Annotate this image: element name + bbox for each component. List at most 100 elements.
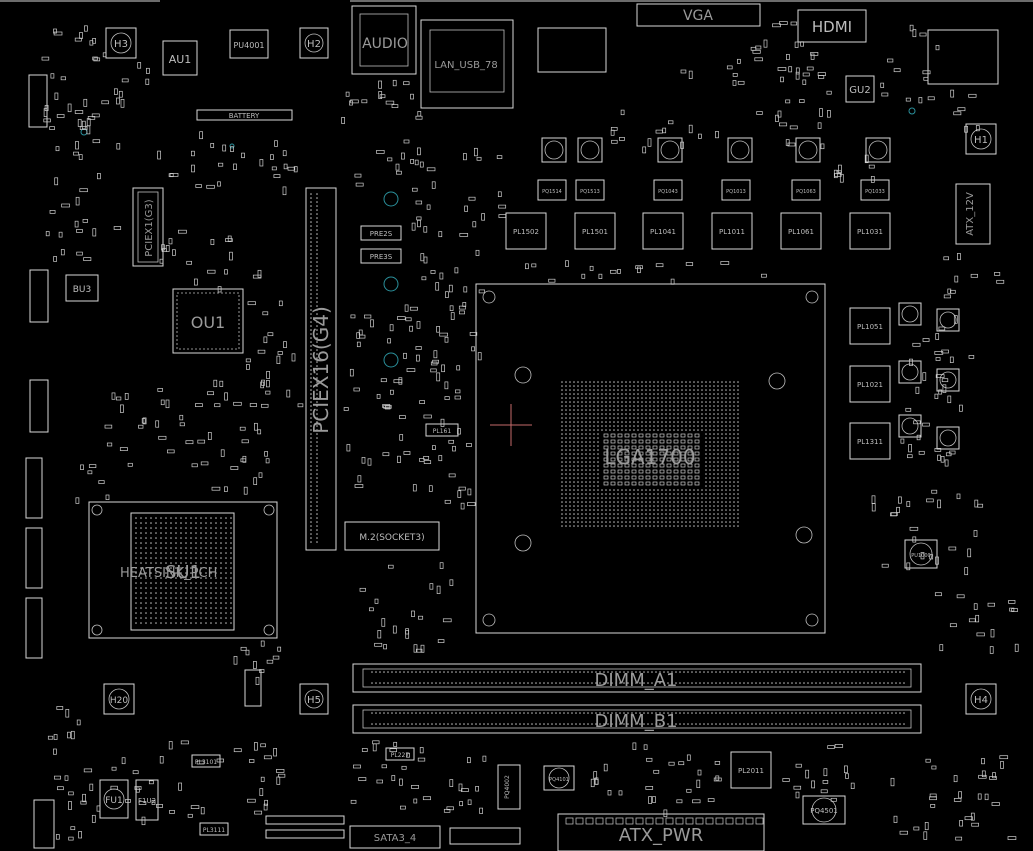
pin [685, 385, 687, 387]
pad [957, 107, 966, 112]
pin [705, 393, 707, 395]
pin [316, 497, 318, 499]
pin [581, 405, 583, 407]
pin [597, 481, 599, 483]
svg-text:HDMI: HDMI [812, 18, 852, 36]
pin [593, 393, 595, 395]
pad [638, 463, 644, 468]
pad [482, 755, 487, 762]
pin [569, 481, 571, 483]
pin [190, 607, 192, 609]
pin [190, 562, 192, 564]
pin [561, 485, 563, 487]
pad [476, 156, 482, 161]
pin [609, 401, 611, 403]
pin [601, 505, 603, 507]
pad [645, 463, 651, 468]
pad [810, 53, 815, 60]
pin [689, 417, 691, 419]
pad [912, 342, 921, 347]
pad [603, 763, 608, 772]
pin [150, 562, 152, 564]
pad [673, 469, 679, 474]
pin [423, 712, 425, 714]
pad [912, 536, 917, 543]
pad [624, 433, 630, 438]
pin [310, 389, 312, 391]
pin [725, 401, 727, 403]
pad [57, 786, 64, 791]
pad [673, 481, 679, 486]
pin [175, 622, 177, 624]
pin [569, 393, 571, 395]
pin [230, 617, 232, 619]
pin [215, 597, 217, 599]
pad [409, 306, 418, 311]
pin [375, 723, 377, 725]
pin [573, 409, 575, 411]
pin [693, 389, 695, 391]
pin [725, 525, 727, 527]
pad [76, 251, 83, 256]
pin [559, 712, 561, 714]
pin [727, 671, 729, 673]
pin [230, 562, 232, 564]
pin [565, 437, 567, 439]
pin [815, 671, 817, 673]
pin [589, 517, 591, 519]
pin [569, 397, 571, 399]
pin [709, 393, 711, 395]
pin [387, 723, 389, 725]
pin [135, 592, 137, 594]
pad [695, 817, 704, 825]
pad [246, 364, 250, 370]
pad [254, 810, 263, 815]
pad [637, 266, 641, 274]
pad [458, 305, 466, 310]
pin [939, 371, 957, 389]
pin [681, 493, 683, 495]
pin [697, 517, 699, 519]
pin [150, 542, 152, 544]
pad [645, 439, 651, 444]
pin [621, 421, 623, 423]
pin [775, 671, 777, 673]
pad [694, 475, 700, 480]
pin [220, 582, 222, 584]
pin [625, 385, 627, 387]
pad [924, 822, 929, 831]
pin [316, 409, 318, 411]
pad [610, 269, 617, 274]
pad [403, 81, 410, 86]
pin [673, 389, 675, 391]
pin [225, 537, 227, 539]
pad [725, 817, 734, 825]
pin [733, 417, 735, 419]
pin [220, 537, 222, 539]
pin [733, 449, 735, 451]
pad [241, 439, 249, 444]
pin [705, 465, 707, 467]
pin [585, 477, 587, 479]
pin [205, 572, 207, 574]
pin [195, 587, 197, 589]
pad [146, 67, 150, 74]
pin [779, 682, 781, 684]
pad [233, 656, 238, 665]
pin [140, 602, 142, 604]
pin [701, 525, 703, 527]
pin [689, 525, 691, 527]
pin [160, 552, 162, 554]
pin [709, 461, 711, 463]
pad [652, 433, 658, 438]
pin [665, 489, 667, 491]
pin [215, 577, 217, 579]
pin [737, 397, 739, 399]
pin [609, 513, 611, 515]
pad [120, 404, 124, 413]
pin [310, 529, 312, 531]
pl3111-inductor: PL3111 [199, 822, 229, 836]
pin [783, 671, 785, 673]
pad [881, 563, 889, 568]
pin [689, 521, 691, 523]
